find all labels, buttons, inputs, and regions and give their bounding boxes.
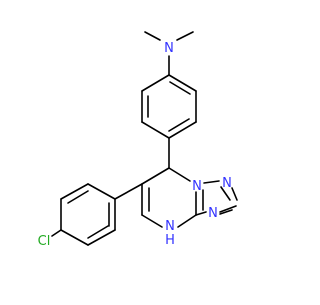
upper-ring-double <box>169 81 191 95</box>
pyrimidine-bond <box>168 167 191 182</box>
upper-ring-bond <box>168 74 197 92</box>
ring-nitrogen-label: N <box>222 176 232 191</box>
structure-canvas: N N N N N H Cl <box>38 31 238 249</box>
triazole-double <box>219 209 233 215</box>
lower-ring-bond <box>87 229 116 246</box>
triazole-double <box>220 186 231 201</box>
pyrimidine-bond <box>141 214 163 228</box>
methyl-bond-right <box>176 31 194 41</box>
lower-ring-bond <box>60 229 89 246</box>
molecule-structure: N N N N N H Cl <box>38 31 238 249</box>
lower-ring-bond <box>87 183 116 200</box>
upper-ring-bond <box>168 121 197 139</box>
ring-nitrogen-label: N <box>192 179 202 194</box>
pyrimidine-bond <box>141 167 170 185</box>
amine-nitrogen-label: N <box>164 41 174 56</box>
pyrimidine-bond <box>177 214 197 228</box>
nh-nitrogen-label: N <box>165 219 175 234</box>
triazole-bond <box>219 205 237 213</box>
lower-ring-bond <box>60 183 89 200</box>
chlorine-bond <box>51 229 62 237</box>
upper-ring-bond <box>141 121 170 139</box>
lower-ring-double <box>87 225 109 239</box>
nh-hydrogen-label: H <box>165 233 175 248</box>
methyl-bond-left <box>144 31 161 41</box>
bonds <box>51 31 238 246</box>
triazole-bond <box>203 180 220 184</box>
triazole-bond <box>195 211 207 216</box>
chlorine-label: Cl <box>38 234 51 249</box>
c5-aryl-bond <box>114 183 143 200</box>
ring-nitrogen-label: N <box>208 206 218 221</box>
upper-ring-bond <box>141 74 170 92</box>
triazole-bond <box>231 187 238 201</box>
atom-labels: N N N N N H Cl <box>38 41 232 249</box>
upper-ring-double <box>168 118 190 132</box>
lower-ring-double <box>67 190 89 204</box>
